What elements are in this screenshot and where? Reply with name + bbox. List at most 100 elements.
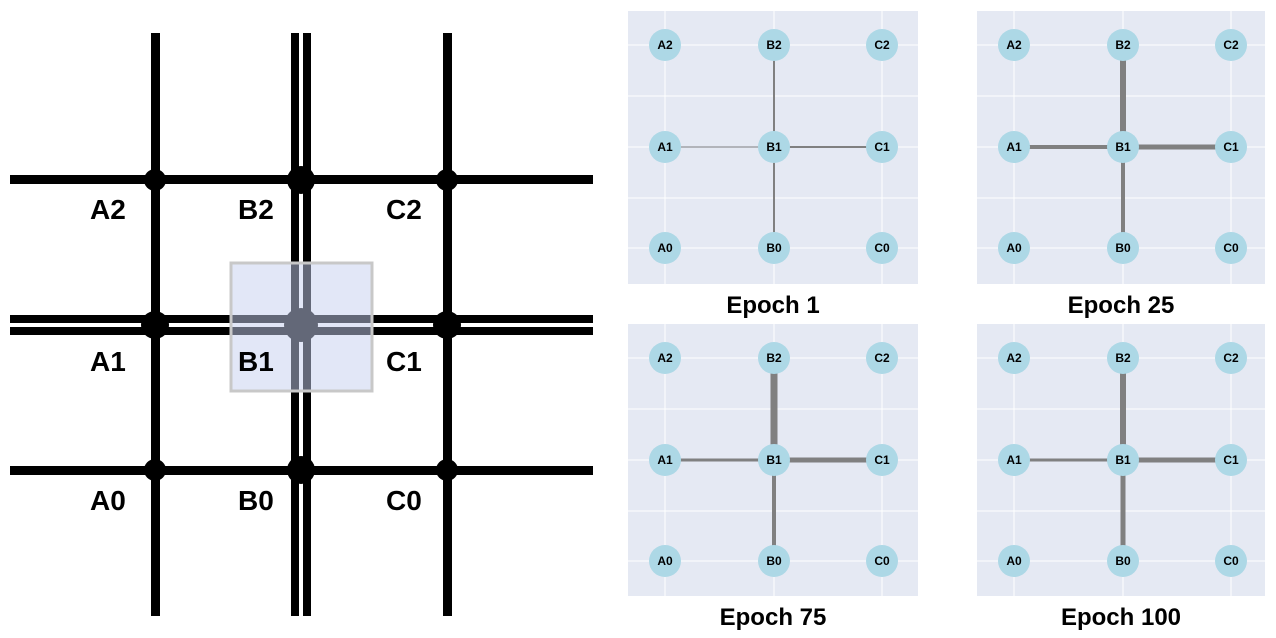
node-label: A0 — [657, 554, 673, 568]
node-circle — [998, 232, 1030, 264]
node-b0: B0 — [758, 232, 790, 264]
node-circle — [758, 29, 790, 61]
node-circle — [758, 342, 790, 374]
node-c2: C2 — [1215, 29, 1247, 61]
node-label: C1 — [1223, 140, 1239, 154]
node-circle — [758, 444, 790, 476]
node-label: A2 — [1006, 38, 1022, 52]
highlighted-intersection-b1[interactable] — [229, 261, 374, 393]
node-label: B1 — [766, 453, 782, 467]
node-label: A0 — [657, 241, 673, 255]
node-b2: B2 — [758, 342, 790, 374]
node-b2: B2 — [1107, 29, 1139, 61]
node-circle — [998, 342, 1030, 374]
node-circle — [649, 444, 681, 476]
node-circle — [758, 545, 790, 577]
node-circle — [866, 545, 898, 577]
node-c0: C0 — [866, 232, 898, 264]
node-circle — [1107, 545, 1139, 577]
node-label: B0 — [1115, 554, 1131, 568]
node-b1: B1 — [758, 131, 790, 163]
node-a1: A1 — [649, 444, 681, 476]
node-circle — [1215, 232, 1247, 264]
node-c0: C0 — [866, 545, 898, 577]
node-circle — [758, 232, 790, 264]
node-circle — [866, 342, 898, 374]
node-label: B2 — [766, 351, 782, 365]
node-label: C1 — [874, 140, 890, 154]
panel-caption: Epoch 100 — [1060, 604, 1182, 631]
node-a2: A2 — [998, 29, 1030, 61]
intersection-c2 — [436, 169, 458, 191]
node-a1: A1 — [649, 131, 681, 163]
node-circle — [1107, 232, 1139, 264]
node-label: C2 — [1223, 351, 1239, 365]
label-b2: B2 — [238, 194, 274, 225]
intersection-b0 — [287, 456, 315, 484]
node-b0: B0 — [1107, 232, 1139, 264]
node-label: A1 — [1006, 140, 1022, 154]
node-label: A2 — [657, 351, 673, 365]
node-circle — [649, 131, 681, 163]
node-circle — [649, 232, 681, 264]
node-a0: A0 — [649, 232, 681, 264]
label-c1: C1 — [386, 346, 422, 377]
label-c2: C2 — [386, 194, 422, 225]
node-label: B0 — [766, 241, 782, 255]
node-a2: A2 — [998, 342, 1030, 374]
node-label: B1 — [766, 140, 782, 154]
node-a0: A0 — [998, 232, 1030, 264]
intersection-b2 — [287, 166, 315, 194]
node-a0: A0 — [998, 545, 1030, 577]
label-a1: A1 — [90, 346, 126, 377]
road-grid-map: A2 B2 C2 A1 B1 C1 A0 B0 C0 — [10, 33, 593, 616]
node-label: C0 — [874, 241, 890, 255]
node-circle — [1215, 545, 1247, 577]
node-label: C2 — [1223, 38, 1239, 52]
label-a0: A0 — [90, 485, 126, 516]
intersection-c1 — [433, 311, 461, 339]
node-circle — [998, 545, 1030, 577]
node-circle — [1215, 131, 1247, 163]
node-a0: A0 — [649, 545, 681, 577]
node-c1: C1 — [866, 444, 898, 476]
node-label: B2 — [1115, 351, 1131, 365]
node-circle — [1215, 444, 1247, 476]
node-label: A1 — [1006, 453, 1022, 467]
node-label: C2 — [874, 351, 890, 365]
intersection-labels: A2 B2 C2 A1 B1 C1 A0 B0 C0 — [90, 194, 422, 516]
node-circle — [758, 131, 790, 163]
node-label: C0 — [1223, 241, 1239, 255]
node-label: C2 — [874, 38, 890, 52]
node-b1: B1 — [758, 444, 790, 476]
node-label: B0 — [1115, 241, 1131, 255]
node-circle — [1107, 342, 1139, 374]
node-circle — [866, 232, 898, 264]
node-label: C0 — [1223, 554, 1239, 568]
node-circle — [866, 444, 898, 476]
node-c0: C0 — [1215, 232, 1247, 264]
node-circle — [649, 545, 681, 577]
node-c1: C1 — [1215, 131, 1247, 163]
node-b2: B2 — [1107, 342, 1139, 374]
node-c2: C2 — [1215, 342, 1247, 374]
node-a2: A2 — [649, 29, 681, 61]
intersection-a1 — [141, 311, 169, 339]
node-circle — [998, 131, 1030, 163]
node-a2: A2 — [649, 342, 681, 374]
node-c0: C0 — [1215, 545, 1247, 577]
node-circle — [649, 29, 681, 61]
label-b0: B0 — [238, 485, 274, 516]
label-b1: B1 — [238, 346, 274, 377]
node-circle — [1107, 131, 1139, 163]
node-c1: C1 — [1215, 444, 1247, 476]
intersection-a2 — [144, 169, 166, 191]
node-circle — [1107, 444, 1139, 476]
node-circle — [998, 444, 1030, 476]
